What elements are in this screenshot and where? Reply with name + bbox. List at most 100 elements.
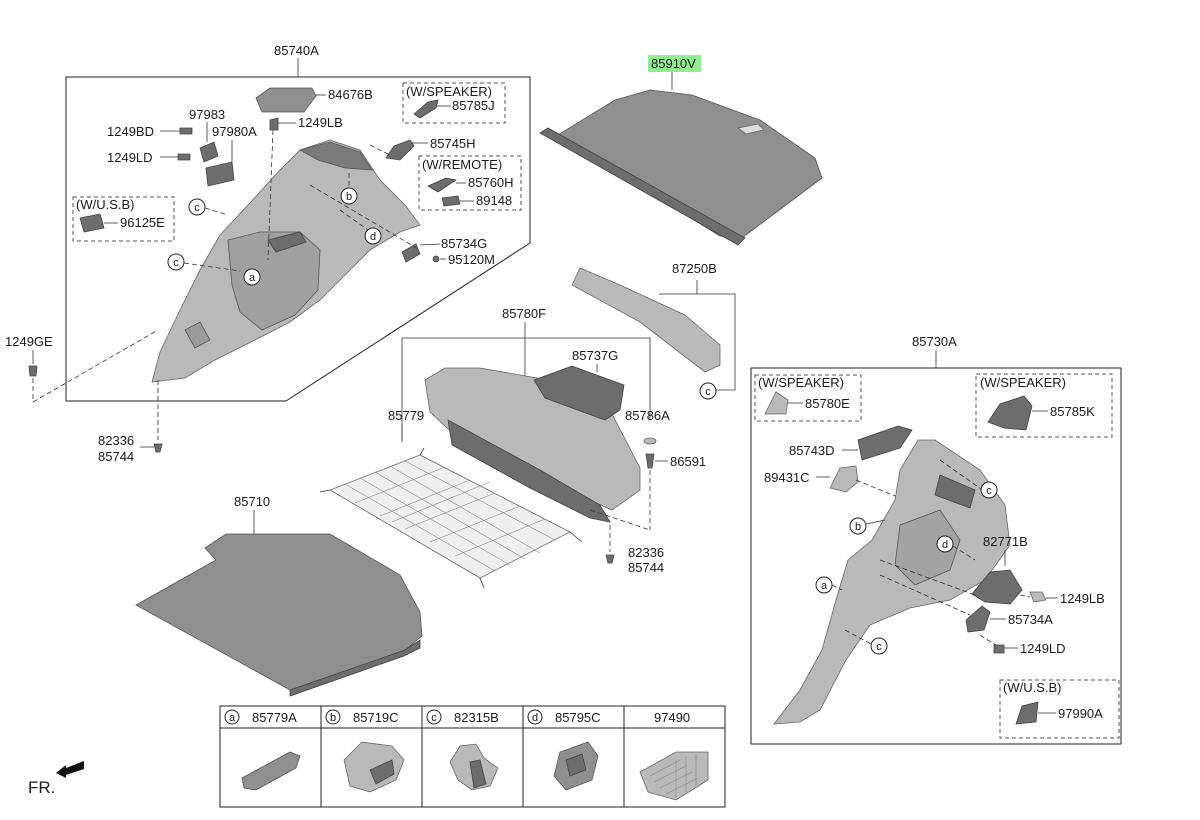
label-1249LD-left[interactable]: 1249LD — [107, 150, 153, 165]
part-85780E[interactable] — [764, 391, 789, 415]
svg-text:b: b — [855, 521, 861, 533]
callout-c-left-2 — [167, 253, 185, 271]
floor-mat-85710[interactable] — [135, 533, 423, 691]
option-box-speaker-3 — [975, 373, 1113, 438]
cargo-net-85779[interactable] — [319, 447, 583, 589]
svg-text:c: c — [173, 257, 179, 269]
svg-text:a: a — [821, 580, 828, 592]
label-85734G[interactable]: 85734G — [441, 236, 487, 251]
part-85785J[interactable] — [413, 99, 439, 119]
legend-part-number[interactable]: 85795C — [555, 710, 601, 725]
part-89431C[interactable] — [829, 465, 859, 493]
tray-85737G[interactable] — [533, 365, 625, 421]
part-96125E[interactable] — [79, 213, 105, 233]
label-87250B[interactable]: 87250B — [672, 261, 717, 276]
legend-part-number[interactable]: 82315B — [454, 710, 499, 725]
part-82771B[interactable] — [971, 569, 1023, 605]
part-85760H[interactable] — [427, 177, 458, 193]
label-85737G[interactable]: 85737G — [572, 348, 618, 363]
part-85734A[interactable] — [965, 605, 991, 633]
label-85730A[interactable]: 85730A — [912, 334, 957, 349]
label-85743D[interactable]: 85743D — [789, 443, 835, 458]
legend-part-number[interactable]: 85719C — [353, 710, 399, 725]
label-1249LD-right[interactable]: 1249LD — [1020, 641, 1066, 656]
right-quarter-trim-panel[interactable] — [773, 439, 1011, 725]
label-84676B[interactable]: 84676B — [328, 87, 373, 102]
clip-82336-center[interactable] — [605, 554, 615, 564]
label-82336-left[interactable]: 82336 — [98, 433, 134, 448]
label-1249LB-left[interactable]: 1249LB — [298, 115, 343, 130]
front-direction-label: FR. — [28, 778, 55, 797]
legend-letter: b — [330, 712, 336, 724]
label-w-remote: (W/REMOTE) — [422, 157, 502, 172]
legend-letter-circle — [426, 709, 442, 725]
part-89148[interactable] — [441, 195, 461, 207]
label-1249GE[interactable]: 1249GE — [5, 334, 53, 349]
label-82336-center[interactable]: 82336 — [628, 545, 664, 560]
legend-part-number[interactable]: 85779A — [252, 710, 297, 725]
option-box-speaker-2 — [754, 374, 862, 422]
part-97990A[interactable] — [1015, 701, 1039, 725]
screw-1249LB-left[interactable] — [269, 117, 279, 131]
part-97980A[interactable] — [199, 141, 219, 163]
label-1249LB-right[interactable]: 1249LB — [1060, 591, 1105, 606]
legend-part-85779A-image — [241, 751, 301, 791]
svg-text:d: d — [942, 539, 948, 551]
legend-part-number[interactable]: 97490 — [654, 710, 690, 725]
label-85780F[interactable]: 85780F — [502, 306, 546, 321]
label-85780E[interactable]: 85780E — [805, 396, 850, 411]
clip-86591[interactable] — [645, 453, 655, 469]
legend-letter: d — [532, 712, 538, 724]
label-85760H[interactable]: 85760H — [468, 175, 514, 190]
part-85743D[interactable] — [857, 425, 913, 461]
legend-cell-b: b 85719C — [325, 709, 399, 725]
legend-table — [219, 705, 726, 808]
sill-trim-87250B[interactable] — [571, 267, 721, 373]
label-97980A[interactable]: 97980A — [212, 124, 257, 139]
screw-1249LD-left[interactable] — [177, 153, 191, 161]
label-85744-center[interactable]: 85744 — [628, 560, 664, 575]
label-97990A[interactable]: 97990A — [1058, 706, 1103, 721]
label-82771B[interactable]: 82771B — [983, 534, 1028, 549]
label-85734A[interactable]: 85734A — [1008, 612, 1053, 627]
label-89431C[interactable]: 89431C — [764, 470, 810, 485]
option-box-usb-1 — [72, 196, 175, 242]
legend-part-97490-image — [639, 751, 709, 801]
callout-c-left-1 — [188, 198, 206, 216]
part-84676B[interactable] — [255, 87, 317, 113]
front-arrow-icon — [56, 761, 84, 778]
svg-text:a: a — [249, 272, 256, 284]
part-85785K[interactable] — [987, 395, 1033, 431]
part-97983[interactable] — [205, 161, 235, 187]
label-85745H[interactable]: 85745H — [430, 136, 476, 151]
label-85779[interactable]: 85779 — [388, 408, 424, 423]
svg-text:b: b — [346, 191, 352, 203]
screw-1249LB-right[interactable] — [1029, 591, 1047, 603]
clip-82336-left[interactable] — [153, 443, 163, 453]
callout-c-sill — [699, 382, 717, 400]
option-box-remote — [418, 155, 522, 211]
label-85740A[interactable]: 85740A — [274, 43, 319, 58]
callout-b-left — [340, 187, 358, 205]
label-85710[interactable]: 85710 — [234, 494, 270, 509]
label-85785K[interactable]: 85785K — [1050, 404, 1095, 419]
label-97983[interactable]: 97983 — [189, 107, 225, 122]
screw-1249LD-right[interactable] — [993, 644, 1005, 654]
label-85785J[interactable]: 85785J — [452, 98, 495, 113]
part-95120M[interactable] — [432, 255, 440, 263]
part-85745H[interactable] — [385, 139, 415, 161]
part-85734G[interactable] — [401, 243, 421, 263]
clip-1249GE[interactable] — [28, 365, 38, 377]
label-89148[interactable]: 89148 — [476, 193, 512, 208]
label-95120M[interactable]: 95120M — [448, 252, 495, 267]
label-85786A[interactable]: 85786A — [625, 408, 670, 423]
callout-b-right — [849, 517, 867, 535]
label-85744-left[interactable]: 85744 — [98, 449, 134, 464]
label-w-usb-2: (W/U.S.B) — [1003, 680, 1062, 695]
label-85910V[interactable]: 85910V — [651, 56, 696, 71]
screw-1249BD[interactable] — [179, 127, 193, 135]
label-1249BD[interactable]: 1249BD — [107, 124, 154, 139]
part-85786A[interactable] — [643, 437, 657, 445]
label-96125E[interactable]: 96125E — [120, 215, 165, 230]
label-86591[interactable]: 86591 — [670, 454, 706, 469]
